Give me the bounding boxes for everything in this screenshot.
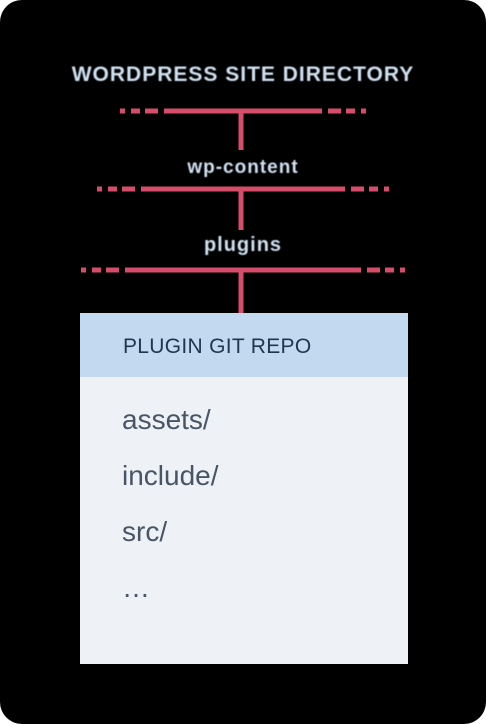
repo-item-ellipsis: … [122, 572, 150, 603]
repo-item-src: src/ [122, 516, 168, 547]
subdirectory-label: wp-content [187, 157, 299, 178]
repo-item-assets: assets/ [122, 404, 211, 435]
plugin-repo-title: PLUGIN GIT REPO [123, 335, 312, 358]
plugin-repo-header: PLUGIN GIT REPO [80, 313, 408, 377]
plugins-directory-label: plugins [203, 234, 283, 256]
plugin-repo-card: PLUGIN GIT REPO assets/ include/ src/ … [80, 313, 408, 664]
repo-file-list: assets/ include/ src/ … [122, 404, 219, 628]
repo-item-include: include/ [122, 460, 219, 491]
root-directory-label: WORDPRESS SITE DIRECTORY [71, 63, 415, 86]
